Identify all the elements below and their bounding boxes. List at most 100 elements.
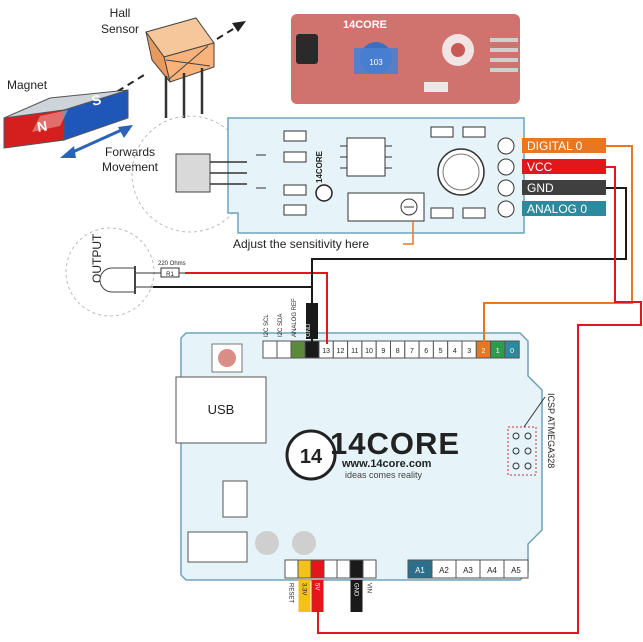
output-led-circuit: OUTPUT R1 220 Ohms xyxy=(65,227,186,317)
magnet-pole-n: N xyxy=(36,117,49,135)
top-header-label: GND xyxy=(306,323,312,337)
capacitor-2 xyxy=(292,531,316,555)
sensor-module-board: 14CORE Adjust the sensitivity here xyxy=(131,115,525,251)
capacitor-1 xyxy=(255,531,279,555)
power-header-labels: RESET 3.3V 5V GND VIN xyxy=(288,580,372,612)
digital-pin-label: 12 xyxy=(337,348,345,355)
crystal xyxy=(222,480,248,518)
hall-sensor-label-line2: Sensor xyxy=(101,22,139,36)
power-pin-label: 3.3V xyxy=(301,583,307,595)
digital-pin-label: 6 xyxy=(424,348,428,355)
icsp-pins xyxy=(512,432,532,470)
digital-pin-label: 10 xyxy=(365,348,373,355)
module-pin-label: ANALOG 0 xyxy=(527,202,587,216)
module-brand: 14CORE xyxy=(315,150,324,183)
top-header-label: I2C SCL xyxy=(264,314,270,337)
icsp-label: ICSP ATMEGA328 xyxy=(546,393,556,468)
hall-sensor-label-line1: Hall xyxy=(110,6,131,20)
analog-pin-label: A3 xyxy=(463,566,473,575)
digital-pin-label: 4 xyxy=(453,348,457,355)
icsp-header xyxy=(507,426,537,476)
wires xyxy=(153,145,642,634)
sensitivity-note: Adjust the sensitivity here xyxy=(233,237,369,251)
digital-pin-label: 3 xyxy=(467,348,471,355)
photo-brand: 14CORE xyxy=(343,19,387,31)
module-pin-label-bg xyxy=(522,138,606,153)
module-pads xyxy=(283,126,486,219)
resistor-ref: R1 xyxy=(166,272,174,278)
photo-pot-marking: 103 xyxy=(369,58,383,67)
module-photo: 103 14CORE xyxy=(291,14,520,104)
digital-pin-label: 13 xyxy=(322,348,330,355)
power-pin xyxy=(362,559,377,579)
analog-header: A1 A2 A3 A4 A5 xyxy=(407,559,529,579)
output-zoom-circle xyxy=(65,227,155,317)
power-pin xyxy=(323,559,338,579)
icsp-pointer xyxy=(523,396,546,428)
module-pin-label-bg xyxy=(522,180,606,195)
arduino-14core-logo: 14 14CORE www.14core.com ideas comes rea… xyxy=(285,426,460,481)
top-header xyxy=(262,340,320,359)
module-pin-label: VCC xyxy=(527,160,553,174)
wire-gnd xyxy=(153,187,627,288)
top-header-label: I2C SDA xyxy=(278,314,284,337)
analog-pin-label: A4 xyxy=(487,566,497,575)
wire-vcc xyxy=(317,166,642,634)
digital-pin-label: 5 xyxy=(439,348,443,355)
module-pin-gnd xyxy=(497,179,515,197)
digital-pin-label: 7 xyxy=(410,348,414,355)
digital-pin-label: 0 xyxy=(510,348,514,355)
usb-label: USB xyxy=(208,402,235,417)
module-pin-vcc xyxy=(497,158,515,176)
digital-pin-label: 9 xyxy=(381,348,385,355)
power-pin xyxy=(297,559,312,579)
logo-main-text: 14CORE xyxy=(330,426,460,461)
logo-tagline: ideas comes reality xyxy=(345,470,423,480)
digital-pin-label: 1 xyxy=(496,348,500,355)
digital-pin-label: 11 xyxy=(351,348,358,355)
reset-button-cap xyxy=(218,349,236,367)
magnet-label: Magnet xyxy=(7,78,48,92)
power-label-bg xyxy=(311,580,324,612)
module-pin-digital xyxy=(497,137,515,155)
magnet-pole-s: S xyxy=(90,91,103,109)
module-pin-label-bg xyxy=(522,159,606,174)
sensitivity-pointer xyxy=(403,221,414,245)
power-header xyxy=(284,559,377,579)
power-pin-label: VIN xyxy=(366,583,372,593)
power-pin xyxy=(336,559,351,579)
led xyxy=(99,267,136,293)
power-jack xyxy=(187,531,248,563)
arduino-board: USB 14 14CORE www.14core.com ideas comes… xyxy=(175,298,556,612)
power-pin-label: RESET xyxy=(288,583,294,603)
power-pin-label: 5V xyxy=(314,583,320,590)
digital-pin xyxy=(504,340,520,359)
mount-hole xyxy=(437,148,485,196)
movement-arrow xyxy=(65,126,127,157)
wire-led-to-pin13 xyxy=(185,272,328,344)
module-pin-analog xyxy=(497,200,515,218)
power-pin xyxy=(349,559,364,579)
analog-pin-label: A1 xyxy=(415,566,425,575)
comparator-chip xyxy=(346,137,386,177)
module-pin-label: DIGITAL 0 xyxy=(527,139,583,153)
hall-sensor-chip xyxy=(175,153,211,193)
analog-pin-label: A2 xyxy=(439,566,449,575)
magnet-illustration: Magnet N S Forwards Movement xyxy=(3,78,159,174)
output-label: OUTPUT xyxy=(90,233,104,283)
field-arrow-in xyxy=(96,74,145,105)
power-pin xyxy=(310,559,325,579)
usb-port xyxy=(175,376,267,444)
power-pin xyxy=(284,559,299,579)
power-pin-label: GND xyxy=(353,583,359,597)
resistor-value: 220 Ohms xyxy=(158,261,186,267)
analog-pin-label: A5 xyxy=(511,566,521,575)
digital-pin-label: 2 xyxy=(481,348,485,355)
logo-url: www.14core.com xyxy=(341,458,432,470)
module-pin-label-bg xyxy=(522,201,606,216)
power-label-bg xyxy=(298,580,311,612)
